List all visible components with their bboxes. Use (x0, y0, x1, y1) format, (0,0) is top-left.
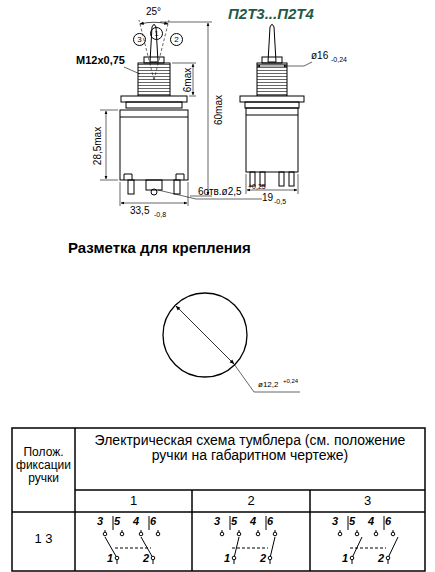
dimension-label: 33,5 (130, 205, 149, 216)
pin-number: 4 (250, 515, 256, 527)
contact (103, 532, 107, 536)
pin-number: 5 (231, 515, 237, 527)
table-cell: 3 (310, 494, 425, 508)
contact (237, 532, 241, 536)
pin-number: 4 (368, 515, 374, 527)
pin-number: 2 (260, 552, 266, 564)
pin-number: 5 (114, 515, 120, 527)
pin-number: 4 (133, 515, 139, 527)
pin-number: 1 (224, 552, 230, 564)
pin-number: 5 (349, 515, 355, 527)
angle-label: 25° (146, 6, 161, 17)
pin-number: 3 (97, 515, 103, 527)
dimension-label: ø12,2 (258, 381, 278, 390)
drawing-title: П2Т3...П2Т4 (228, 6, 314, 23)
table-header: 2 (192, 494, 310, 508)
switch-wire (348, 516, 349, 530)
contact (355, 532, 359, 536)
dimension-label: 28,5max (92, 127, 103, 165)
hole-label: 6отв.ø2,5 (198, 186, 242, 197)
tolerance-label: -0,5 (274, 198, 286, 206)
contact (115, 556, 119, 560)
pin-number: 2 (143, 552, 149, 564)
table-header: 1 (75, 494, 192, 508)
dimension-label: 6max (182, 68, 193, 92)
pin-number: 2 (378, 552, 384, 564)
callout-number: 1 (150, 27, 163, 40)
dimension-label: ø16 (311, 50, 328, 61)
thread-label: M12x0,75 (76, 54, 125, 66)
contact (151, 556, 155, 560)
switch-wire (115, 548, 151, 549)
contact (374, 532, 378, 536)
pin-number: 1 (107, 552, 113, 564)
switch-wire (232, 548, 268, 549)
contact (120, 532, 124, 536)
table-header: Электрическая схема тумблера (см. положе… (80, 433, 420, 464)
tolerance-label: -0,8 (154, 211, 166, 219)
callout-number: 2 (170, 33, 183, 46)
pin-number: 6 (150, 515, 156, 527)
contact (232, 556, 236, 560)
contact (391, 532, 395, 536)
pin-number: 1 (342, 552, 348, 564)
switch-wire (149, 516, 150, 530)
table-header: Полож. фиксации ручки (13, 446, 74, 486)
pin-number: 6 (267, 515, 273, 527)
contact (338, 532, 342, 536)
switch-wire (230, 516, 231, 530)
pin-number: 3 (332, 515, 338, 527)
contact (156, 532, 160, 536)
contact (268, 556, 272, 560)
tolerance-label: -0,24 (331, 56, 347, 64)
contact (386, 556, 390, 560)
contact (220, 532, 224, 536)
switch-wire (266, 516, 267, 530)
switch-wire (270, 537, 275, 558)
dimension-label: 1 3 (12, 532, 75, 546)
dimension-label: 60max (213, 95, 224, 125)
pin-number: 6 (385, 515, 391, 527)
contact (273, 532, 277, 536)
dimension-label: 19 (262, 192, 273, 203)
switch-wire (384, 516, 385, 530)
switch-wire (113, 516, 114, 530)
contact (139, 532, 143, 536)
section-heading: Разметка для крепления (68, 240, 251, 257)
callout-number: 3 (133, 33, 146, 46)
contact (256, 532, 260, 536)
tolerance-label: +0,24 (283, 378, 298, 385)
switch-wire (388, 537, 398, 558)
tolerance-label: +0,25 (248, 183, 266, 191)
contact (350, 556, 354, 560)
pin-number: 3 (214, 515, 220, 527)
switch-wire (350, 548, 386, 549)
